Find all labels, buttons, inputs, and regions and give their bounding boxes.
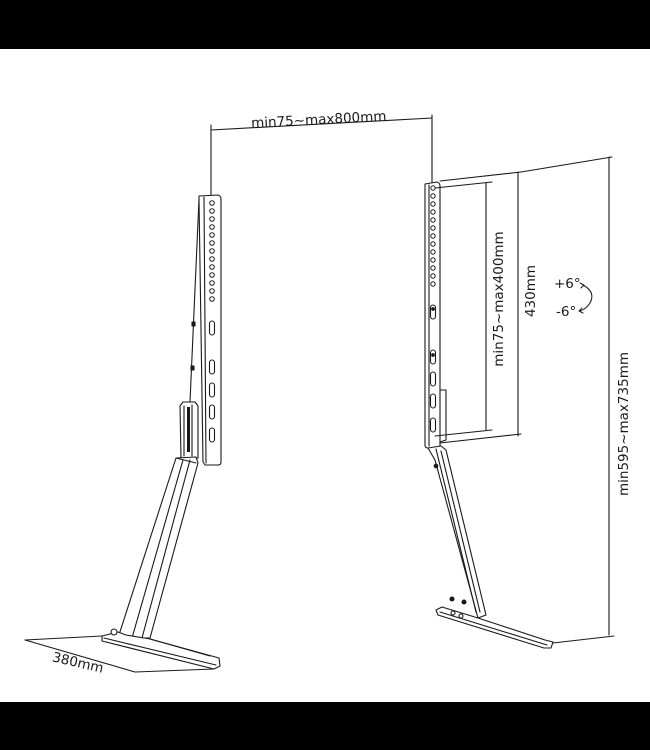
width-dimension-label: min75~max800mm — [251, 108, 387, 131]
tilt-down-label: -6° — [556, 304, 576, 320]
right-stand — [424, 181, 554, 649]
bottom-letterbox-bar — [0, 702, 650, 750]
vesa-dimension-label: min75~max400mm — [491, 231, 507, 366]
vesa-dimension-lines — [434, 156, 615, 644]
width-dimension-lines — [210, 114, 433, 199]
depth-dimension-lines — [24, 635, 215, 673]
tilt-up-label: +6° — [554, 276, 581, 292]
left-stand — [101, 194, 222, 670]
bracket-height-label: 430mm — [523, 265, 539, 317]
tilt-arrow-icon — [578, 282, 593, 314]
total-height-label: min595~max735mm — [616, 352, 632, 496]
top-letterbox-bar — [0, 0, 650, 49]
depth-dimension-label: 380mm — [51, 649, 105, 676]
